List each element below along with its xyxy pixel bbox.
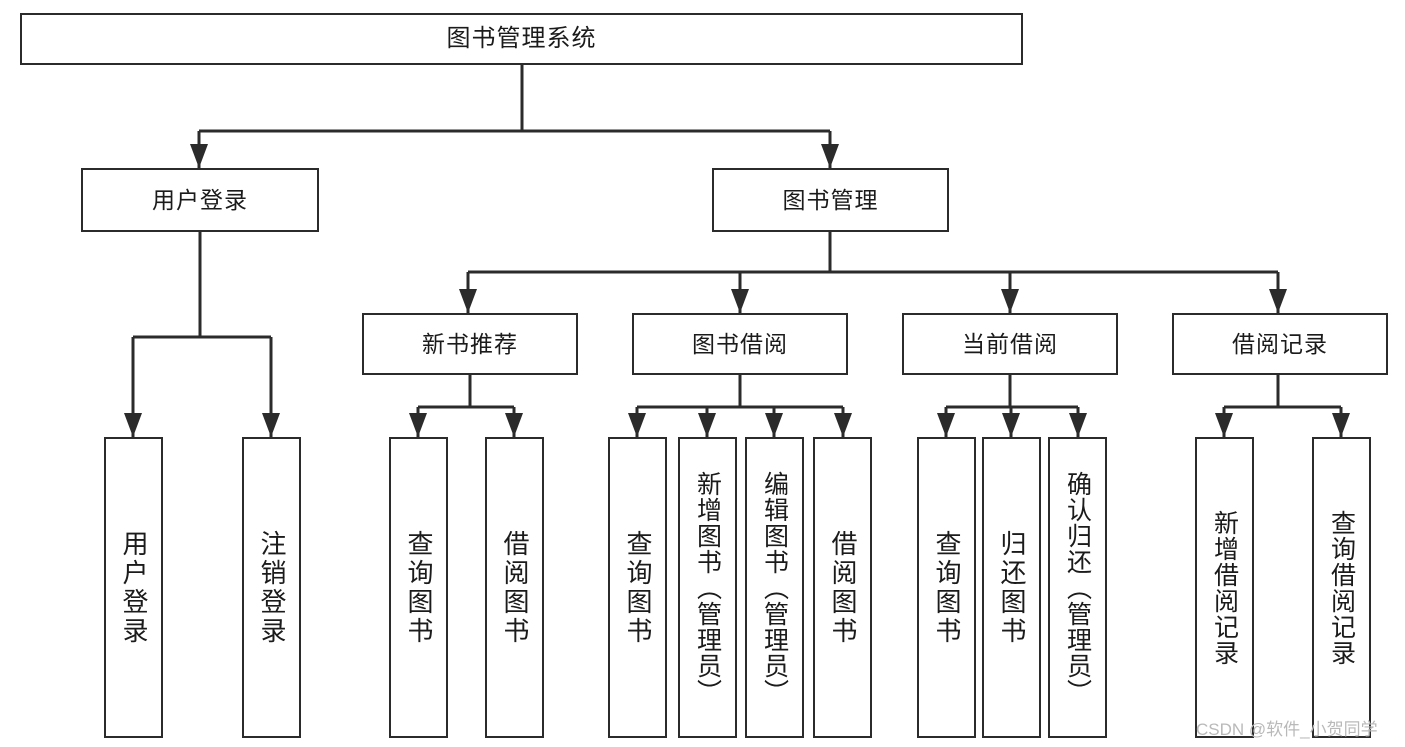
node-leaf-query-book-2-label: 查询图书 — [623, 529, 654, 646]
node-leaf-return-book[interactable]: 归还图书 — [982, 437, 1041, 738]
node-leaf-query-book-3-label: 查询图书 — [932, 529, 963, 646]
node-leaf-add-record[interactable]: 新增借阅记录 — [1195, 437, 1254, 738]
node-new-book-rec-label: 新书推荐 — [422, 330, 518, 357]
node-leaf-add-book-label: 新增图书（管理员） — [693, 470, 722, 705]
node-leaf-query-book-1[interactable]: 查询图书 — [389, 437, 448, 738]
node-leaf-borrow-book-2[interactable]: 借阅图书 — [813, 437, 872, 738]
node-leaf-logout[interactable]: 注销登录 — [242, 437, 301, 738]
node-leaf-borrow-book-1-label: 借阅图书 — [500, 529, 531, 646]
node-leaf-query-book-3[interactable]: 查询图书 — [917, 437, 976, 738]
node-leaf-user-login-label: 用户登录 — [119, 529, 150, 646]
node-book-borrow[interactable]: 图书借阅 — [632, 313, 848, 375]
node-leaf-edit-book-label: 编辑图书（管理员） — [760, 470, 789, 705]
node-leaf-logout-label: 注销登录 — [257, 529, 288, 646]
node-user-login-label: 用户登录 — [152, 186, 248, 213]
node-book-manage[interactable]: 图书管理 — [712, 168, 949, 232]
node-leaf-query-record-label: 查询借阅记录 — [1327, 509, 1356, 666]
node-root[interactable]: 图书管理系统 — [20, 13, 1023, 65]
node-book-manage-label: 图书管理 — [782, 186, 879, 213]
watermark: CSDN @软件_小贺同学 — [1196, 720, 1378, 739]
node-borrow-record-label: 借阅记录 — [1232, 330, 1328, 357]
node-leaf-confirm-return-label: 确认归还（管理员） — [1063, 470, 1092, 705]
node-leaf-confirm-return[interactable]: 确认归还（管理员） — [1048, 437, 1107, 738]
node-borrow-record[interactable]: 借阅记录 — [1172, 313, 1388, 375]
node-root-label: 图书管理系统 — [446, 25, 597, 53]
node-leaf-borrow-book-2-label: 借阅图书 — [828, 529, 859, 646]
node-leaf-borrow-book-1[interactable]: 借阅图书 — [485, 437, 544, 738]
node-user-login[interactable]: 用户登录 — [81, 168, 319, 232]
node-leaf-query-book-1-label: 查询图书 — [404, 529, 435, 646]
node-leaf-add-record-label: 新增借阅记录 — [1210, 509, 1239, 666]
node-new-book-rec[interactable]: 新书推荐 — [362, 313, 578, 375]
node-leaf-return-book-label: 归还图书 — [997, 529, 1028, 646]
node-leaf-query-book-2[interactable]: 查询图书 — [608, 437, 667, 738]
node-leaf-add-book[interactable]: 新增图书（管理员） — [678, 437, 737, 738]
node-current-borrow[interactable]: 当前借阅 — [902, 313, 1118, 375]
node-leaf-edit-book[interactable]: 编辑图书（管理员） — [745, 437, 804, 738]
node-book-borrow-label: 图书借阅 — [692, 330, 788, 357]
node-current-borrow-label: 当前借阅 — [962, 330, 1058, 357]
node-leaf-query-record[interactable]: 查询借阅记录 — [1312, 437, 1371, 738]
node-leaf-user-login[interactable]: 用户登录 — [104, 437, 163, 738]
